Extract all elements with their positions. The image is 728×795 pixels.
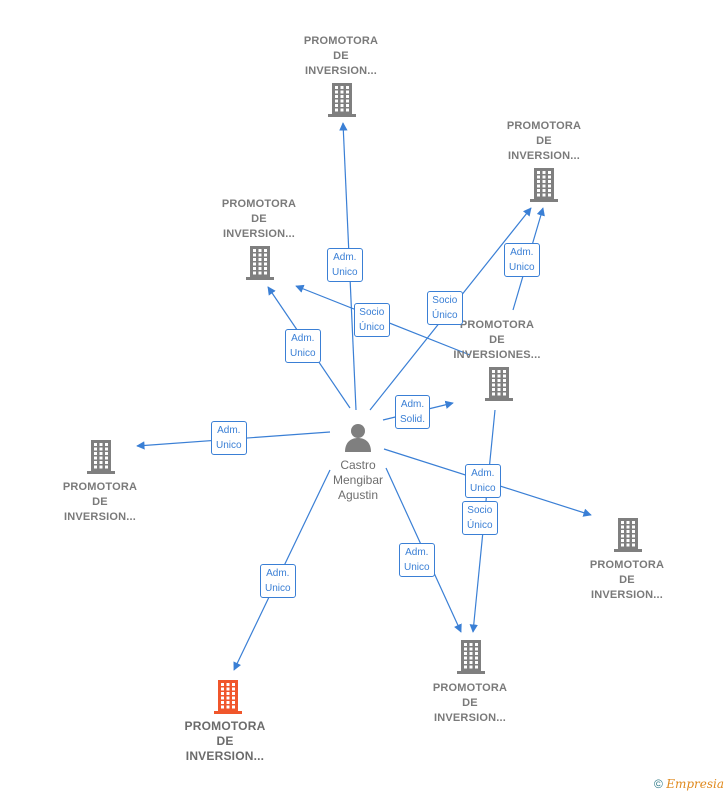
relation-badge[interactable]: Socio Único: [427, 291, 463, 325]
building-icon: [246, 246, 274, 280]
company-label-line: DE: [251, 213, 267, 225]
company-label: PROMOTORA DE INVERSION...: [194, 197, 324, 242]
company-label-line: DE: [333, 50, 349, 62]
company-label-line: PROMOTORA: [506, 120, 582, 132]
relation-badge[interactable]: Adm. Unico: [211, 421, 247, 455]
relation-badge[interactable]: Adm. Unico: [465, 464, 501, 498]
company-label: PROMOTORA DE INVERSION...: [276, 34, 406, 79]
company-label-line: DE: [216, 734, 234, 748]
relation-badge[interactable]: Adm. Unico: [285, 329, 321, 363]
company-label-line: PROMOTORA: [62, 481, 138, 493]
person-label: Castro Mengibar Agustin: [332, 458, 384, 502]
company-label-line: INVERSION...: [433, 712, 507, 724]
company-label-line: PROMOTORA: [589, 559, 665, 571]
company-label-line: PROMOTORA: [459, 319, 535, 331]
company-label-line: DE: [619, 574, 635, 586]
company-label-line: INVERSION...: [63, 511, 137, 523]
relation-badge[interactable]: Adm. Unico: [504, 243, 540, 277]
company-label: PROMOTORA DE INVERSION...: [405, 681, 535, 726]
company-label-line: PROMOTORA: [432, 682, 508, 694]
company-label-line: INVERSION...: [590, 589, 664, 601]
relation-badge[interactable]: Adm. Solid.: [395, 395, 431, 429]
relation-badge[interactable]: Adm. Unico: [327, 248, 363, 282]
relation-badge[interactable]: Socio Único: [462, 501, 498, 535]
company-label-line: INVERSION...: [304, 65, 378, 77]
company-label-line: DE: [462, 697, 478, 709]
building-icon: [457, 640, 485, 674]
company-label-line: DE: [92, 496, 108, 508]
building-icon: [530, 168, 558, 202]
company-label-line: PROMOTORA: [221, 198, 297, 210]
brand-logo: Empresia: [666, 777, 724, 791]
footer-brand[interactable]: © Empresia: [654, 777, 724, 791]
company-label-line: PROMOTORA: [184, 719, 266, 733]
company-label-line: DE: [489, 334, 505, 346]
building-icon: [485, 367, 513, 401]
building-icon: [214, 680, 242, 714]
company-label-line: DE: [536, 135, 552, 147]
copyright-icon: ©: [654, 777, 663, 791]
company-label-line: INVERSION...: [507, 150, 581, 162]
relation-badge[interactable]: Adm. Unico: [260, 564, 296, 598]
company-label-line: INVERSION...: [185, 749, 265, 763]
company-label: PROMOTORA DE INVERSIONES...: [432, 318, 562, 363]
company-label: PROMOTORA DE INVERSION...: [562, 558, 692, 603]
building-icon: [87, 440, 115, 474]
relation-badge[interactable]: Adm. Unico: [399, 543, 435, 577]
building-icon: [614, 518, 642, 552]
person-icon: [345, 424, 371, 452]
company-label: PROMOTORA DE INVERSION...: [479, 119, 609, 164]
company-label-line: INVERSION...: [222, 228, 296, 240]
relation-badge[interactable]: Socio Único: [354, 303, 390, 337]
company-label-line: PROMOTORA: [303, 35, 379, 47]
building-icon: [328, 83, 356, 117]
company-label-line: INVERSIONES...: [453, 349, 541, 361]
company-label: PROMOTORA DE INVERSION...: [35, 480, 165, 525]
